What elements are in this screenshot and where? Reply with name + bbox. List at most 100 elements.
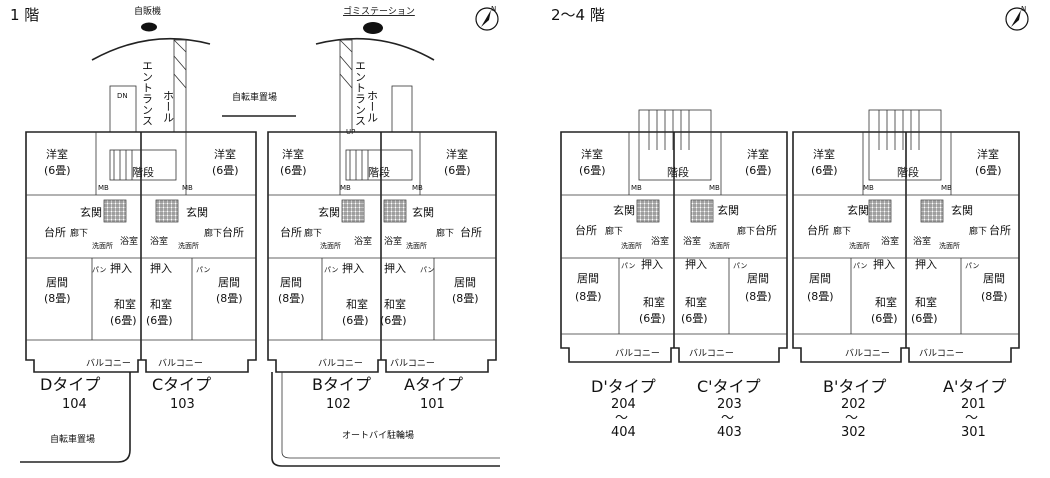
svg-text:洗面所: 洗面所: [320, 241, 341, 250]
svg-text:N: N: [1021, 5, 1026, 13]
svg-text:パン: パン: [92, 266, 106, 274]
svg-text:居間: 居間: [747, 272, 769, 285]
svg-text:MB: MB: [182, 184, 193, 192]
svg-text:廊下: 廊下: [304, 227, 322, 239]
compass-icon: N: [1005, 5, 1029, 31]
floor1-title: 1 階: [10, 6, 39, 24]
svg-text:浴室: 浴室: [651, 235, 669, 247]
svg-text:(8畳): (8畳): [807, 290, 834, 303]
svg-text:廊下: 廊下: [969, 225, 987, 237]
svg-text:浴室: 浴室: [913, 235, 931, 247]
floor2-plan: 2〜4 階 N 階段 階段 MB MB MB MB 洋室 (6畳) 玄関 台所 …: [551, 5, 1029, 440]
unit-c-rooms: 洋室 (6畳) 玄関 台所 廊下 洗面所 浴室 パン 押入 居間 (8畳) 和室…: [146, 147, 244, 369]
svg-text:玄関: 玄関: [318, 205, 340, 219]
unit-d-prime-rooms: 洋室 (6畳) 玄関 台所 廊下 洗面所 浴室 パン 押入 居間 (8畳) 和室…: [575, 147, 669, 359]
svg-text:廊下: 廊下: [737, 225, 755, 237]
svg-text:(6畳): (6畳): [280, 164, 307, 177]
svg-text:(6畳): (6畳): [681, 312, 708, 325]
svg-text:和室: 和室: [150, 297, 172, 311]
type-d-prime-label: D'タイプ: [591, 377, 656, 396]
svg-text:洋室: 洋室: [747, 147, 769, 161]
svg-text:押入: 押入: [150, 261, 172, 275]
bike-parking-top-label: 自転車置場: [232, 91, 277, 103]
svg-text:居間: 居間: [577, 272, 599, 285]
vending-label: 自販機: [134, 5, 161, 17]
svg-text:洋室: 洋室: [446, 147, 468, 161]
svg-text:居間: 居間: [46, 276, 68, 289]
hall-label-right: ホール: [366, 90, 379, 123]
svg-text:(6畳): (6畳): [975, 164, 1002, 177]
type-b-prime-label: B'タイプ: [823, 377, 886, 396]
motorcycle-parking-label: オートバイ駐輪場: [342, 429, 414, 441]
svg-text:(8畳): (8畳): [216, 292, 243, 305]
svg-text:バルコニー: バルコニー: [86, 358, 131, 369]
svg-text:204: 204: [611, 397, 636, 412]
svg-text:MB: MB: [941, 184, 952, 192]
svg-text:MB: MB: [863, 184, 874, 192]
unit-c-prime-rooms: 洋室 (6畳) 玄関 台所 廊下 洗面所 浴室 パン 押入 居間 (8畳) 和室…: [681, 147, 777, 359]
svg-text:バルコニー: バルコニー: [390, 358, 435, 369]
svg-text:パン: パン: [621, 262, 635, 270]
svg-text:台所: 台所: [807, 223, 829, 237]
svg-text:バルコニー: バルコニー: [689, 348, 734, 359]
svg-text:和室: 和室: [643, 295, 665, 309]
svg-text:洋室: 洋室: [214, 147, 236, 161]
svg-text:～: ～: [721, 411, 734, 426]
svg-text:301: 301: [961, 425, 986, 440]
svg-text:(6畳): (6畳): [146, 314, 173, 327]
svg-text:浴室: 浴室: [384, 235, 402, 247]
svg-text:台所: 台所: [280, 225, 302, 239]
type-c-label: Cタイプ: [152, 375, 211, 394]
type-d-label: Dタイプ: [40, 375, 100, 394]
svg-text:302: 302: [841, 425, 866, 440]
svg-text:玄関: 玄関: [847, 203, 869, 217]
svg-text:玄関: 玄関: [613, 203, 635, 217]
svg-text:洋室: 洋室: [46, 147, 68, 161]
type-c-prime-label: C'タイプ: [697, 377, 761, 396]
svg-text:MB: MB: [709, 184, 720, 192]
entrance-label-left: エントランス: [141, 60, 154, 126]
svg-text:洋室: 洋室: [977, 147, 999, 161]
svg-text:(6畳): (6畳): [745, 164, 772, 177]
svg-text:MB: MB: [631, 184, 642, 192]
svg-text:押入: 押入: [110, 261, 132, 275]
svg-text:(8畳): (8畳): [745, 290, 772, 303]
svg-text:居間: 居間: [280, 276, 302, 289]
type-b-label: Bタイプ: [312, 375, 371, 394]
unit-103: 103: [170, 397, 195, 412]
compass-icon: N: [475, 5, 499, 31]
svg-text:玄関: 玄関: [951, 203, 973, 217]
svg-text:バルコニー: バルコニー: [158, 358, 203, 369]
svg-text:洗面所: 洗面所: [709, 241, 730, 250]
svg-text:～: ～: [845, 411, 858, 426]
svg-text:パン: パン: [420, 266, 434, 274]
stairs-label-right: 階段: [897, 165, 919, 179]
svg-text:パン: パン: [965, 262, 979, 270]
unit-d-rooms: 洋室 (6畳) 玄関 台所 廊下 洗面所 浴室 パン 押入 居間 (8畳) 和室…: [44, 147, 138, 369]
svg-text:玄関: 玄関: [80, 205, 102, 219]
svg-text:403: 403: [717, 425, 742, 440]
svg-text:(6畳): (6畳): [110, 314, 137, 327]
svg-text:(8畳): (8畳): [981, 290, 1008, 303]
svg-text:～: ～: [615, 411, 628, 426]
unit-b-prime-rooms: 洋室 (6畳) 玄関 台所 廊下 洗面所 浴室 パン 押入 居間 (8畳) 和室…: [807, 147, 899, 359]
svg-text:バルコニー: バルコニー: [318, 358, 363, 369]
svg-text:押入: 押入: [384, 261, 406, 275]
svg-text:203: 203: [717, 397, 742, 412]
svg-text:N: N: [491, 5, 496, 13]
svg-text:居間: 居間: [218, 276, 240, 289]
unit-a-prime-rooms: 洋室 (6畳) 玄関 台所 廊下 洗面所 浴室 パン 押入 居間 (8畳) 和室…: [911, 147, 1011, 359]
svg-text:(6畳): (6畳): [811, 164, 838, 177]
svg-text:パン: パン: [324, 266, 338, 274]
svg-text:押入: 押入: [685, 257, 707, 271]
unit-104: 104: [62, 397, 87, 412]
svg-text:(6畳): (6畳): [380, 314, 407, 327]
svg-text:和室: 和室: [875, 295, 897, 309]
svg-text:404: 404: [611, 425, 636, 440]
svg-text:居間: 居間: [983, 272, 1005, 285]
type-a-prime-label: A'タイプ: [943, 377, 1006, 396]
svg-text:台所: 台所: [755, 223, 777, 237]
svg-text:台所: 台所: [44, 225, 66, 239]
svg-text:台所: 台所: [222, 225, 244, 239]
svg-text:廊下: 廊下: [833, 225, 851, 237]
